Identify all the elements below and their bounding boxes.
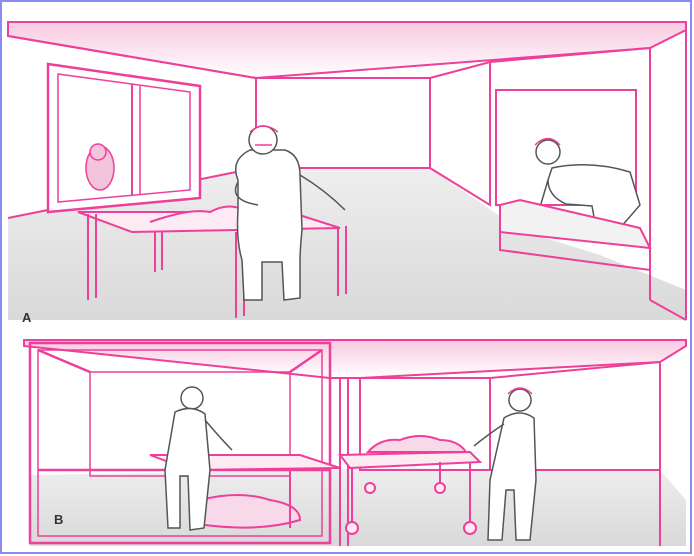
pathologist-figure-a xyxy=(234,125,346,301)
floor-b xyxy=(30,468,686,546)
gurney xyxy=(338,435,483,535)
right-room-b xyxy=(330,361,661,546)
observation-window xyxy=(46,62,202,214)
panel-a xyxy=(7,14,687,334)
alcove-opening xyxy=(495,89,637,206)
observer-figure xyxy=(85,143,115,191)
panel-b xyxy=(8,338,687,546)
panel-label-b: B xyxy=(54,512,64,527)
back-wall-a xyxy=(255,77,431,169)
pathologist-figure-b xyxy=(164,386,233,531)
panel-label-a: A xyxy=(22,310,32,325)
right-wall-a xyxy=(429,60,491,207)
attendant-figure-b xyxy=(473,387,537,541)
sink-counter xyxy=(499,198,652,272)
alcove-frame xyxy=(489,46,651,300)
